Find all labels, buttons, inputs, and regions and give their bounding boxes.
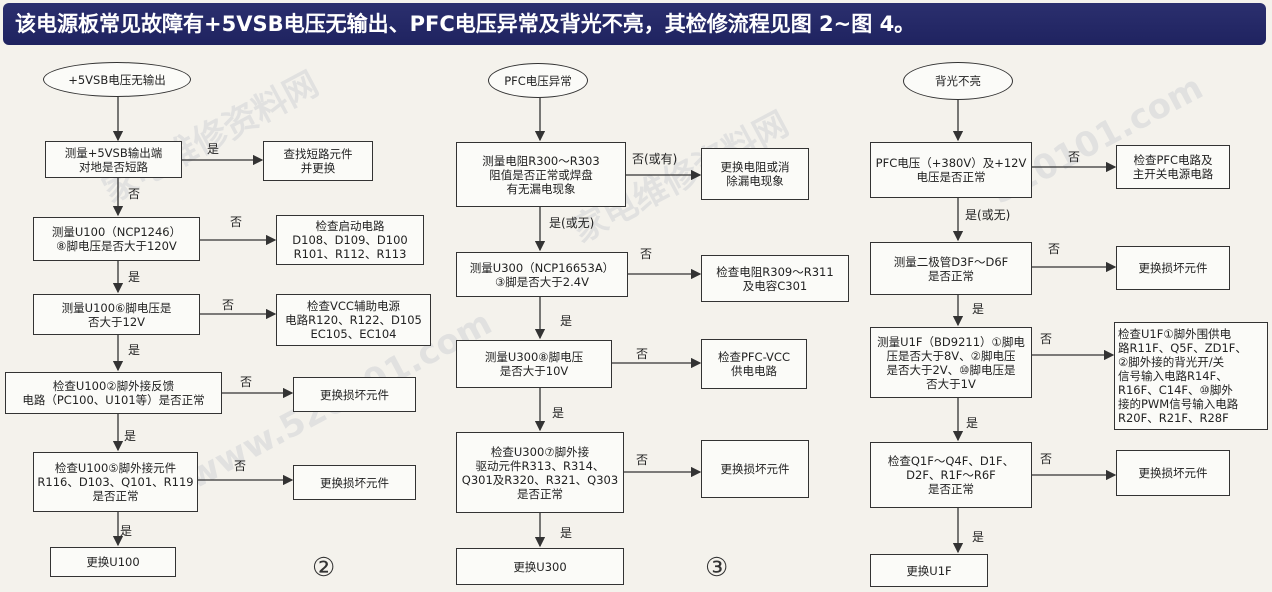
yes-label: 是	[966, 416, 979, 430]
flow2-action2: 检查电阻R309～R311 及电容C301	[701, 255, 849, 302]
yes-label: 是	[972, 530, 985, 544]
yes-label: 是	[128, 343, 141, 357]
figure-number: ③	[705, 553, 729, 583]
page-header: 该电源板常见故障有+5VSB电压无输出、PFC电压异常及背光不亮，其检修流程见图…	[3, 3, 1266, 45]
flow3-start: 背光不亮	[903, 62, 1013, 100]
flow1-action1: 查找短路元件 并更换	[263, 141, 373, 181]
no-label: 否	[636, 453, 649, 467]
flow1-step2: 测量U100（NCP1246） ⑧脚电压是否大于120V	[33, 217, 200, 261]
no-label: 否	[230, 215, 243, 229]
no-label: 否	[636, 347, 649, 361]
yes-label: 是(或无)	[549, 216, 595, 230]
flow1-action5: 更换损坏元件	[293, 465, 416, 500]
flow2-action4: 更换损坏元件	[701, 440, 809, 498]
yes-label: 是	[128, 270, 141, 284]
no-label: 否(或有)	[632, 152, 678, 166]
yes-label: 是	[124, 429, 137, 443]
flow1-step1: 测量+5VSB输出端 对地是否短路	[45, 141, 182, 178]
flow3-action1: 检查PFC电路及 主开关电源电路	[1116, 145, 1230, 189]
yes-label: 是	[560, 526, 573, 540]
no-label: 否	[128, 187, 141, 201]
yes-label: 是	[207, 142, 220, 156]
yes-label: 是(或无)	[965, 208, 1011, 222]
no-label: 否	[240, 375, 253, 389]
figure-number: ②	[312, 553, 336, 583]
yes-label: 是	[552, 406, 565, 420]
flow1-action3: 检查VCC辅助电源 电路R120、R122、D105 EC105、EC104	[276, 294, 431, 346]
flow2-action1: 更换电阻或消 除漏电现象	[701, 148, 809, 200]
no-label: 否	[222, 298, 235, 312]
no-label: 否	[640, 247, 653, 261]
flow2-step2: 测量U300（NCP16653A） ③脚是否大于2.4V	[456, 252, 628, 297]
flow1-step4: 检查U100②脚外接反馈 电路（PC100、U101等）是否正常	[5, 372, 222, 414]
flow3-action4: 更换损坏元件	[1116, 450, 1230, 496]
flow3-step3: 测量U1F（BD9211）①脚电 压是否大于8V、②脚电压 是否大于2V、⑩脚电…	[870, 327, 1032, 398]
flow1-end: 更换U100	[50, 547, 176, 577]
no-label: 否	[1048, 242, 1061, 256]
flow3-step2: 测量二极管D3F～D6F 是否正常	[870, 242, 1032, 295]
flow3-step1: PFC电压（+380V）及+12V 电压是否正常	[870, 142, 1032, 198]
flow2-step4: 检查U300⑦脚外接 驱动元件R313、R314、 Q301及R320、R321…	[456, 432, 624, 513]
flow3-action2: 更换损坏元件	[1116, 246, 1230, 290]
yes-label: 是	[120, 524, 133, 538]
flow2-end: 更换U300	[456, 548, 624, 585]
flow1-step5: 检查U100⑤脚外接元件 R116、D103、Q101、R119 是否正常	[33, 452, 198, 512]
flow2-action3: 检查PFC-VCC 供电电路	[701, 339, 807, 389]
no-label: 否	[234, 459, 247, 473]
flow3-action3: 检查U1F①脚外围供电 路R11F、Q5F、ZD1F、 ②脚外接的背光开/关 信…	[1114, 322, 1268, 430]
flow3-end: 更换U1F	[870, 554, 988, 587]
yes-label: 是	[972, 302, 985, 316]
no-label: 否	[1040, 332, 1053, 346]
flow2-step3: 测量U300⑧脚电压 是否大于10V	[456, 340, 612, 388]
flow1-step3: 测量U100⑥脚电压是 否大于12V	[33, 294, 200, 335]
flow2-start: PFC电压异常	[488, 63, 588, 98]
flow3-step4: 检查Q1F～Q4F、D1F、 D2F、R1F～R6F 是否正常	[870, 442, 1032, 508]
flow1-start: +5VSB电压无输出	[43, 62, 191, 97]
no-label: 否	[1040, 452, 1053, 466]
no-label: 否	[1068, 150, 1081, 164]
flow2-step1: 测量电阻R300～R303 阻值是否正常或焊盘 有无漏电现象	[456, 142, 626, 207]
flow1-action2: 检查启动电路 D108、D109、D100 R101、R112、R113	[276, 215, 424, 265]
yes-label: 是	[560, 314, 573, 328]
flow1-action4: 更换损坏元件	[293, 377, 416, 412]
